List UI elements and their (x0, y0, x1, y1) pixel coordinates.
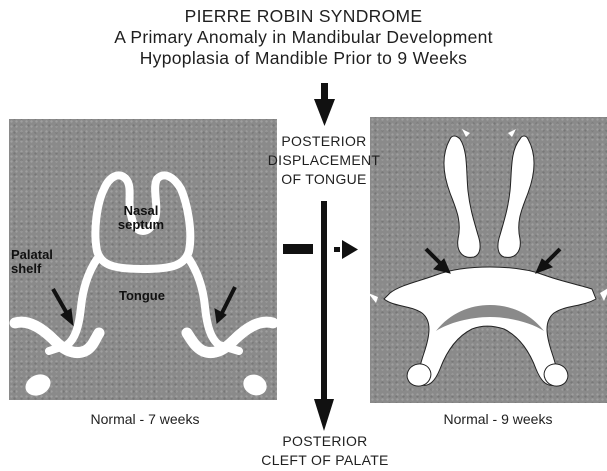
arrow-down-main (314, 201, 334, 431)
label-posterior-displacement: POSTERIOR DISPLACEMENT OF TONGUE (262, 132, 386, 189)
caption-right: Normal - 9 weeks (418, 411, 578, 427)
label-posterior-cleft: POSTERIOR CLEFT OF PALATE (235, 432, 415, 470)
arrow-down-top (314, 83, 335, 126)
arrow-right-displacement (283, 240, 358, 259)
caption-left: Normal - 7 weeks (65, 411, 225, 427)
